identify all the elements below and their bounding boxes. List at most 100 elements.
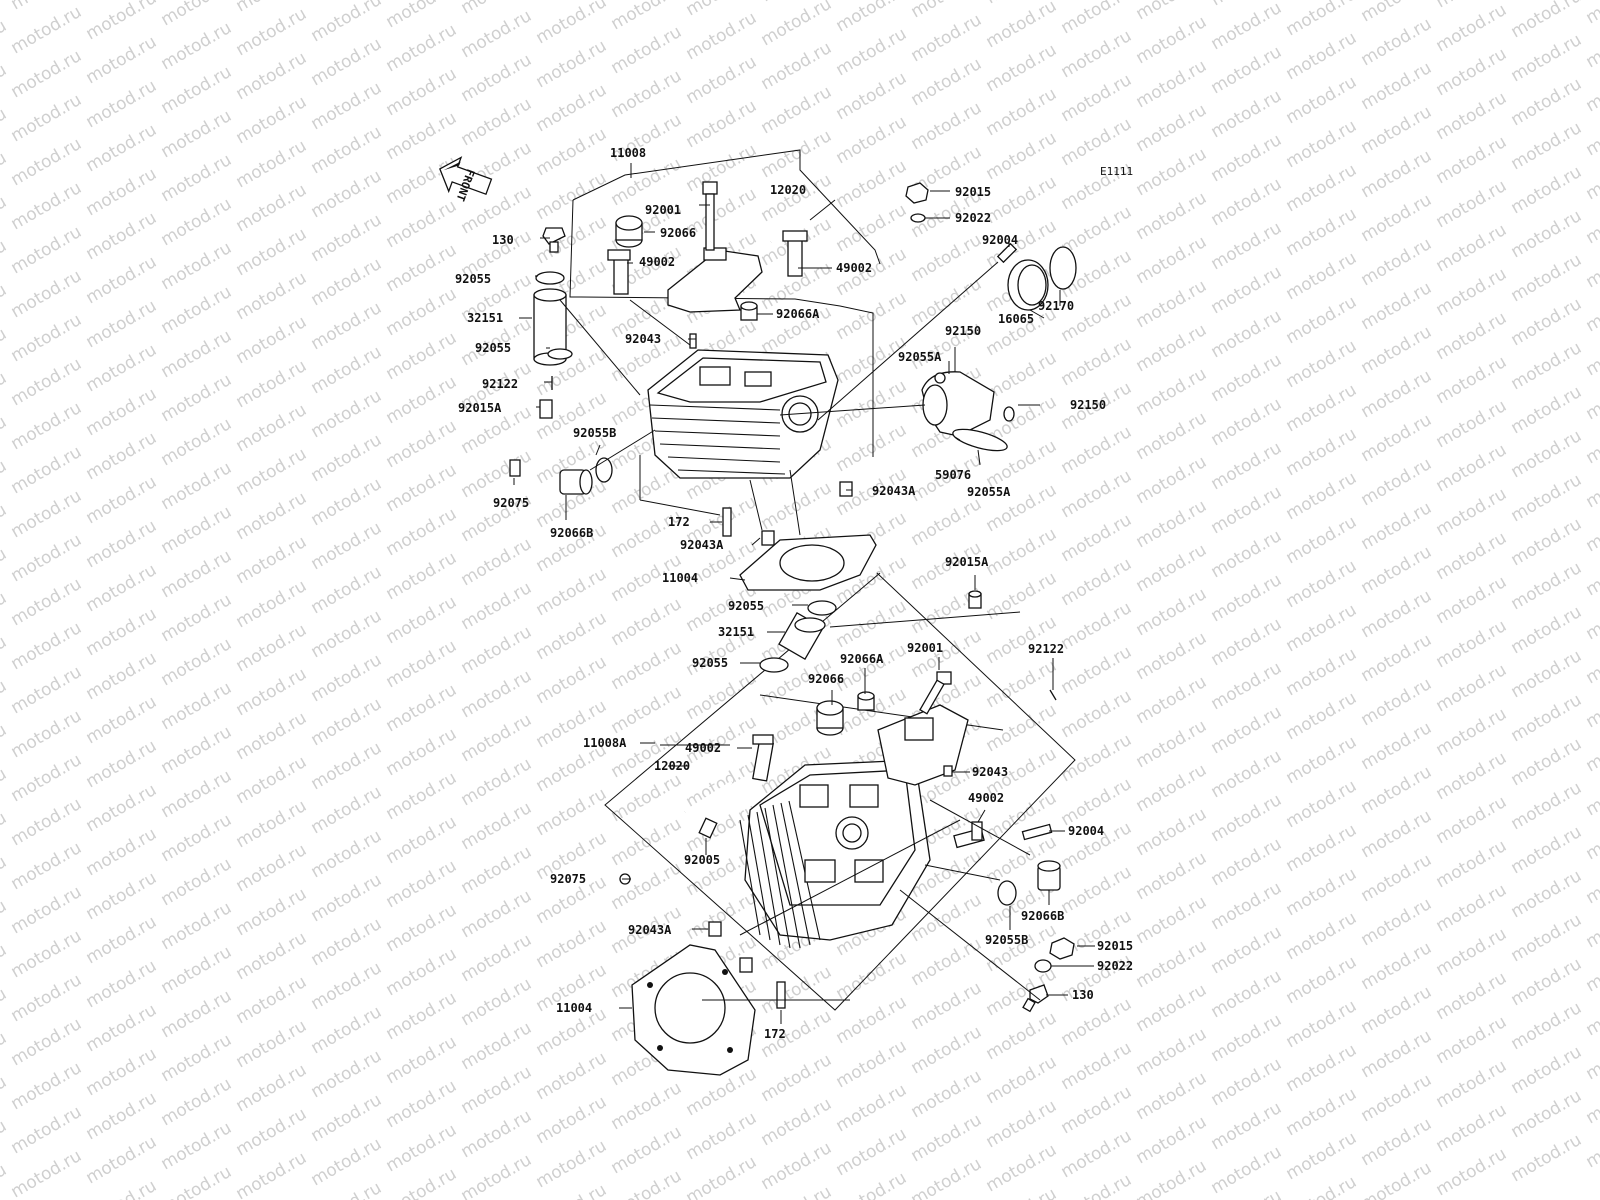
label-11004-upper: 11004 [662, 571, 698, 585]
label-92066B: 92066B [550, 526, 593, 540]
label-32151-lower: 32151 [718, 625, 754, 639]
cap-92066B [559, 469, 593, 495]
nut-92015A-lower [968, 590, 982, 609]
bracket-11008 [569, 199, 874, 457]
label-11008: 11008 [610, 146, 646, 160]
label-92066A: 92066A [776, 307, 820, 321]
label-92055A-bottom: 92055A [967, 485, 1011, 499]
label-92043A-lower: 92043A [628, 923, 672, 937]
label-92043-lower: 92043 [972, 765, 1008, 779]
label-92066B-lower: 92066B [1021, 909, 1064, 923]
label-59076: 59076 [935, 468, 971, 482]
label-92015A: 92015A [458, 401, 502, 415]
diagram-code: E1111 [1100, 165, 1133, 178]
holder-16065 [1007, 259, 1049, 311]
fitting-92005 [698, 817, 718, 839]
label-92150-top: 92150 [945, 324, 981, 338]
label-92004: 92004 [982, 233, 1018, 247]
cap-92066A [740, 301, 758, 321]
cap-92066-lower [816, 700, 844, 736]
label-92122: 92122 [482, 377, 518, 391]
label-130: 130 [492, 233, 514, 247]
plug-92075 [509, 459, 521, 477]
bolt-130-lower [1022, 984, 1049, 1013]
label-49002-lower-b: 49002 [968, 791, 1004, 805]
nut-92015A [539, 399, 553, 419]
label-16065: 16065 [998, 312, 1034, 326]
dowel-92043A-b [839, 481, 853, 497]
part-labels: 11008 92001 12020 92015 92022 130 92066 … [455, 146, 1133, 1041]
label-92001-lower: 92001 [907, 641, 943, 655]
o-ring-92055-lower [547, 348, 573, 360]
label-92055-lower-b: 92055 [692, 656, 728, 670]
stud-172 [722, 507, 732, 537]
clamp-92170 [1049, 246, 1077, 290]
tube-32151-lower [778, 612, 826, 660]
watermark-text: motod.ru [1583, 0, 1600, 28]
label-92022-lower: 92022 [1097, 959, 1133, 973]
label-92122-lower: 92122 [1028, 642, 1064, 656]
nut-92015 [905, 182, 929, 204]
label-92055A-top: 92055A [898, 350, 942, 364]
o-ring-92055-lower-bot [759, 657, 789, 673]
leader-lines-upper [513, 190, 1061, 581]
label-130-lower: 130 [1072, 988, 1094, 1002]
label-11004-lower: 11004 [556, 1001, 592, 1015]
front-arrow-icon: FRONT [439, 156, 493, 203]
label-92075: 92075 [493, 496, 529, 510]
label-92015A-lower: 92015A [945, 555, 989, 569]
label-92150-right: 92150 [1070, 398, 1106, 412]
nut-92015-lower [1049, 937, 1075, 960]
label-92055B-lower: 92055B [985, 933, 1028, 947]
cap-92066A-lower [857, 691, 875, 711]
label-92022: 92022 [955, 211, 991, 225]
label-172: 172 [668, 515, 690, 529]
label-92004-lower: 92004 [1068, 824, 1104, 838]
intake-pipe-59076 [921, 371, 995, 437]
label-172-lower: 172 [764, 1027, 786, 1041]
bolt-92150-right [1003, 406, 1015, 422]
label-12020-lower: 12020 [654, 759, 690, 773]
washer-92022-lower [1034, 959, 1052, 973]
watermark-text: motod.ru [0, 1160, 10, 1200]
label-92055-lower-a: 92055 [728, 599, 764, 613]
label-92055B: 92055B [573, 426, 616, 440]
label-49002-left: 49002 [639, 255, 675, 269]
label-92066-lower: 92066 [808, 672, 844, 686]
bolt-92150-left [934, 372, 946, 384]
upper-cylinder-head-group [509, 149, 1077, 591]
label-92170: 92170 [1038, 299, 1074, 313]
label-49002-lower-a: 49002 [685, 741, 721, 755]
bracket-11008A [604, 572, 1076, 1011]
o-ring-92055-upper [535, 271, 565, 285]
pin-92043 [689, 333, 697, 349]
label-12020: 12020 [770, 183, 806, 197]
tappet-49002-lower-b [953, 821, 985, 849]
label-92043A-right: 92043A [872, 484, 916, 498]
label-49002-right: 49002 [836, 261, 872, 275]
stud-172-lower [776, 981, 786, 1009]
upper-cylinder-head [647, 349, 839, 479]
label-92055-upper: 92055 [455, 272, 491, 286]
stud-92004 [996, 242, 1018, 264]
rocker-arm-holder-lower [877, 704, 969, 786]
label-92043A-bottom: 92043A [680, 538, 724, 552]
leader-lines-lower [619, 575, 1095, 1024]
pin-92043-lower [943, 765, 953, 777]
label-92055-lower: 92055 [475, 341, 511, 355]
o-ring-92055B-lower [997, 880, 1017, 906]
gasket-11004-upper [739, 534, 877, 591]
tappet-49002-lower-a [752, 734, 774, 782]
dowel-92043A-lower [708, 921, 722, 937]
bolt-130 [542, 227, 566, 253]
o-ring-92055-lower-top [807, 600, 837, 616]
label-92066: 92066 [660, 226, 696, 240]
label-92015: 92015 [955, 185, 991, 199]
label-92066A-lower: 92066A [840, 652, 884, 666]
lower-cylinder-head-group [604, 572, 1095, 1076]
label-92075-lower: 92075 [550, 872, 586, 886]
bolt-92001 [702, 181, 718, 251]
cap-92066B-lower [1037, 860, 1061, 891]
bolt-92001-lower [919, 671, 952, 715]
